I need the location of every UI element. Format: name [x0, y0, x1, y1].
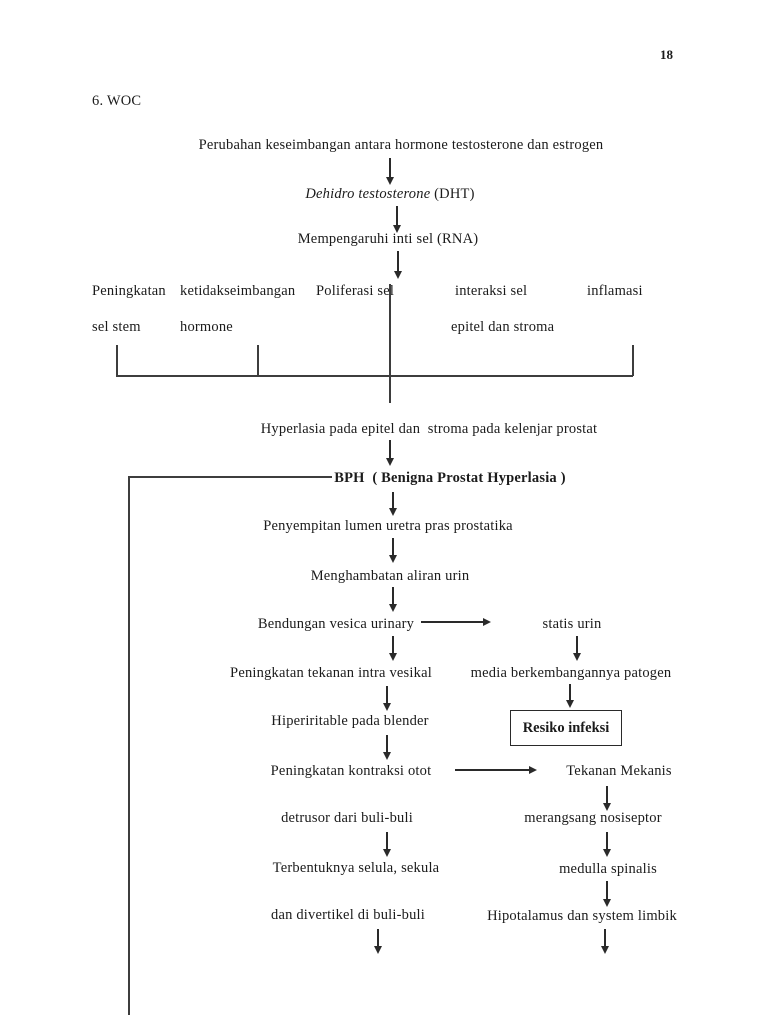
- arrow-down: [606, 786, 608, 804]
- arrow-down: [386, 832, 388, 850]
- flow-node-tekanan-mekanis: Tekanan Mekanis: [566, 763, 672, 779]
- arrow-down: [392, 492, 394, 509]
- page-number: 18: [660, 47, 673, 62]
- bracket-bar: [116, 375, 633, 377]
- flow-node-dehidro-rest: (DHT): [430, 186, 475, 202]
- flow-node-dehidro: Dehidro testosterone (DHT): [305, 186, 474, 203]
- flow-node-divertikel: dan divertikel di buli-buli: [271, 907, 425, 923]
- flow-node-hyperlasia: Hyperlasia pada epitel dan stroma pada k…: [260, 421, 598, 437]
- flow-node-kontraksi-otot: Peningkatan kontraksi otot: [270, 763, 432, 779]
- factor-interaksi-sel: interaksi sel: [455, 283, 528, 299]
- factor-peningkatan: Peningkatan: [92, 283, 166, 299]
- flow-node-media-patogen: media berkembangannya patogen: [470, 665, 672, 681]
- flow-node-mempengaruhi: Mempengaruhi inti sel (RNA): [297, 231, 479, 247]
- factor-poliferasi-sel: Poliferasi sel: [316, 283, 395, 299]
- factor-ketidakseimbangan: ketidakseimbangan: [180, 283, 296, 299]
- arrow-down: [386, 735, 388, 753]
- arrow-down: [569, 684, 571, 701]
- flow-node-terbentuknya: Terbentuknya selula, sekula: [272, 860, 440, 876]
- arrow-down: [604, 929, 606, 947]
- arrow-down: [606, 881, 608, 900]
- arrow-down: [377, 929, 379, 947]
- arrow-down: [576, 636, 578, 654]
- flow-node-detrusor: detrusor dari buli-buli: [281, 810, 413, 826]
- resiko-infeksi-box: Resiko infeksi: [510, 710, 622, 746]
- arrow-right: [421, 621, 484, 623]
- arrow-down: [392, 538, 394, 556]
- flow-node-medulla: medulla spinalis: [559, 861, 657, 877]
- flow-node-merangsang: merangsang nosiseptor: [524, 810, 662, 826]
- arrow-down: [397, 251, 399, 272]
- bracket-tick-left: [116, 345, 118, 376]
- flow-node-statis-urin: statis urin: [542, 616, 602, 632]
- arrow-down: [392, 636, 394, 654]
- arrow-down: [389, 440, 391, 459]
- flow-node-resiko-infeksi: Resiko infeksi: [522, 719, 610, 736]
- arrow-right: [455, 769, 530, 771]
- arrow-down: [386, 686, 388, 704]
- connector-center-line: [389, 284, 391, 403]
- flow-node-bph: BPH ( Benigna Prostat Hyperlasia ): [334, 470, 566, 486]
- arrow-down: [606, 832, 608, 850]
- section-heading: 6. WOC: [92, 93, 142, 109]
- connector-left-long-line: [128, 476, 130, 1015]
- flow-node-perubahan: Perubahan keseimbangan antara hormone te…: [198, 137, 604, 153]
- flow-node-tekanan-intra: Peningkatan tekanan intra vesikal: [230, 665, 432, 681]
- flow-node-hiperiritable: Hiperiritable pada blender: [271, 713, 429, 729]
- factor-epitel-stroma: epitel dan stroma: [451, 319, 555, 335]
- flow-node-menghambatan: Menghambatan aliran urin: [310, 568, 470, 584]
- bracket-tick-right: [632, 345, 634, 376]
- connector-bph-horizontal: [128, 476, 332, 478]
- arrow-down: [392, 587, 394, 605]
- arrow-down: [396, 206, 398, 226]
- arrow-down: [389, 158, 391, 178]
- factor-inflamasi: inflamasi: [587, 283, 643, 299]
- factor-sel-stem: sel stem: [92, 319, 141, 335]
- bracket-tick-mid: [257, 345, 259, 376]
- flow-node-penyempitan: Penyempitan lumen uretra pras prostatika: [263, 518, 513, 534]
- flow-node-bendungan: Bendungan vesica urinary: [257, 616, 415, 632]
- flow-node-dehidro-italic: Dehidro testosterone: [305, 186, 431, 202]
- flow-node-hipotalamus: Hipotalamus dan system limbik: [487, 908, 677, 924]
- factor-hormone: hormone: [180, 319, 233, 335]
